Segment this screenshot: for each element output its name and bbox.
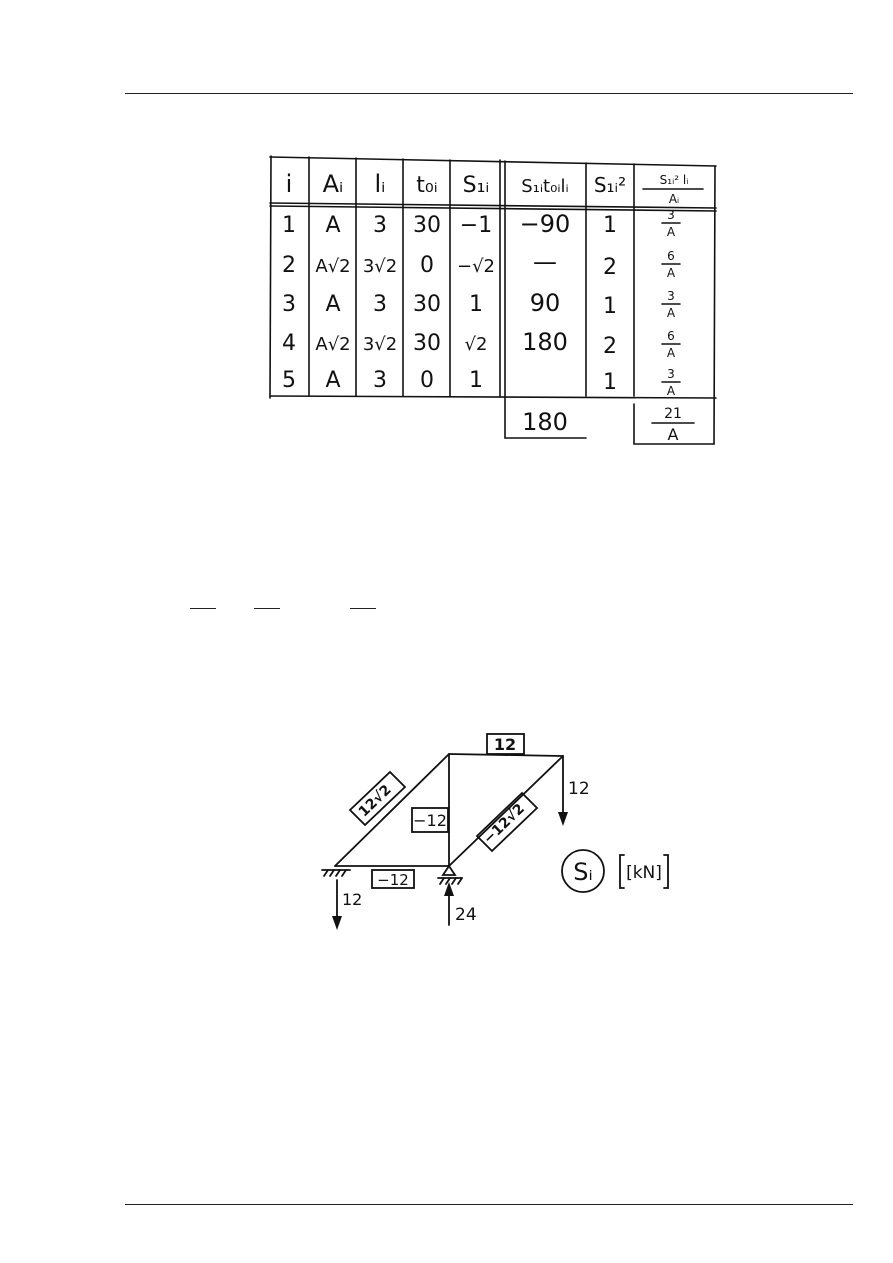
label-reaction-left: 12 — [342, 890, 362, 909]
label-reaction-mid: 24 — [455, 905, 477, 925]
header-rule — [125, 93, 853, 94]
row1-force-squared: 1 — [603, 213, 617, 238]
row3-force: 1 — [469, 292, 483, 317]
sum-last-den: A — [668, 425, 679, 444]
row5-area: A — [325, 368, 340, 393]
row5-i: 5 — [282, 368, 296, 393]
sum-product: 180 — [522, 408, 568, 436]
row3-area: A — [325, 292, 340, 317]
row4-force: √2 — [465, 334, 488, 355]
label-vertical: −12 — [413, 811, 447, 830]
row5-force: 1 — [469, 368, 483, 393]
fraction-bar — [350, 608, 376, 609]
row1-force: −1 — [460, 213, 492, 238]
row3-force-squared: 1 — [603, 294, 617, 319]
row5-temperature: 0 — [420, 368, 434, 393]
row2-temperature: 0 — [420, 253, 434, 278]
row4-i: 4 — [282, 331, 296, 356]
row2-product: — — [533, 248, 557, 276]
row3-product: 90 — [530, 289, 561, 317]
header-last-numerator: S₁ᵢ² lᵢ — [660, 173, 689, 187]
row4-product: 180 — [522, 328, 568, 356]
legend-unit: [kN] — [626, 863, 662, 883]
header-force-squared: S₁ᵢ² — [594, 173, 626, 197]
header-product: S₁ᵢt₀ᵢlᵢ — [521, 176, 569, 197]
legend-symbol: Sᵢ — [573, 858, 593, 886]
row1-length: 3 — [373, 213, 387, 238]
row5-length: 3 — [373, 368, 387, 393]
label-left-diagonal: 12√2 — [356, 782, 395, 820]
row3-last-den: A — [667, 306, 676, 320]
row1-area: A — [325, 213, 340, 238]
header-force: S₁ᵢ — [463, 173, 490, 198]
row2-length: 3√2 — [363, 256, 397, 277]
row5-force-squared: 1 — [603, 370, 617, 395]
header-last-denominator: Aᵢ — [669, 192, 679, 206]
row2-force-squared: 2 — [603, 255, 617, 280]
label-bottom-chord: −12 — [377, 871, 409, 889]
row1-last-num: 3 — [667, 208, 675, 222]
label-load-right: 12 — [568, 779, 590, 799]
row4-last-den: A — [667, 346, 676, 360]
fraction-bar — [254, 608, 280, 609]
sum-last-num: 21 — [664, 406, 682, 422]
row2-last-num: 6 — [667, 249, 675, 263]
header-temperature: t₀ᵢ — [416, 173, 437, 198]
row4-length: 3√2 — [363, 334, 397, 355]
row4-force-squared: 2 — [603, 334, 617, 359]
row3-last-num: 3 — [667, 289, 675, 303]
fraction-bar — [190, 608, 216, 609]
row1-product: −90 — [520, 210, 571, 238]
row3-i: 3 — [282, 292, 296, 317]
header-length: lᵢ — [375, 170, 386, 198]
row2-force: −√2 — [457, 256, 495, 277]
row3-length: 3 — [373, 292, 387, 317]
row5-last-den: A — [667, 384, 676, 398]
row3-temperature: 30 — [413, 292, 441, 317]
header-area: Aᵢ — [323, 170, 344, 198]
row4-last-num: 6 — [667, 329, 675, 343]
row5-last-num: 3 — [667, 367, 675, 381]
label-right-diagonal: −12√2 — [481, 801, 528, 847]
row4-temperature: 30 — [413, 331, 441, 356]
row2-area: A√2 — [315, 256, 350, 277]
row1-temperature: 30 — [413, 213, 441, 238]
label-top-chord: 12 — [494, 735, 516, 754]
row2-i: 2 — [282, 253, 296, 278]
header-i: i — [286, 170, 293, 198]
footer-rule — [125, 1204, 853, 1205]
row4-area: A√2 — [315, 334, 350, 355]
row1-last-den: A — [667, 225, 676, 239]
row2-last-den: A — [667, 266, 676, 280]
row1-i: 1 — [282, 213, 296, 238]
